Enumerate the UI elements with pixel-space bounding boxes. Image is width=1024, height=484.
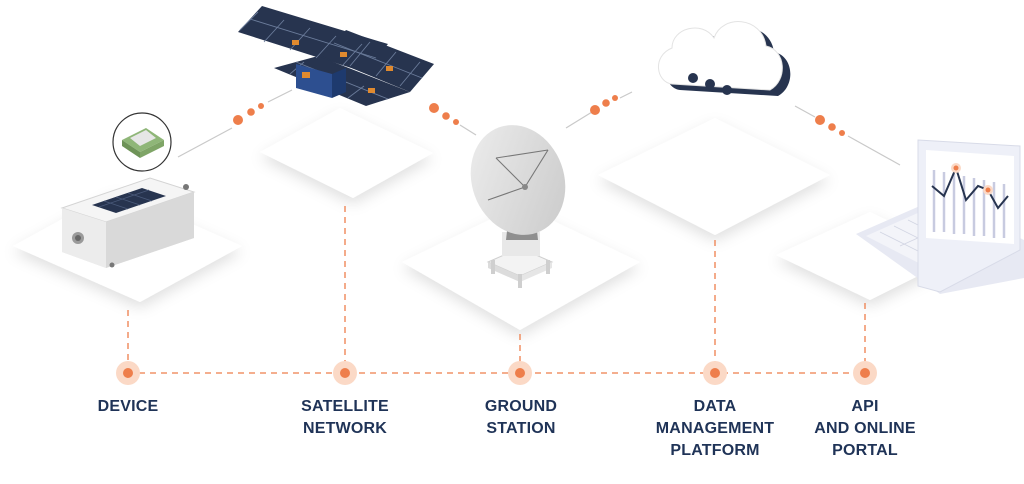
label-satellite-network: SATELLITE NETWORK (280, 396, 410, 440)
iot-device-icon (60, 177, 196, 268)
label-line: NETWORK (302, 420, 388, 437)
dashed-drops (127, 206, 866, 362)
node-data-platform (703, 361, 727, 385)
node-portal (853, 361, 877, 385)
label-api-online-portal: API AND ONLINE PORTAL (800, 396, 930, 462)
label-line: AND ONLINE (814, 420, 916, 437)
node-device (116, 361, 140, 385)
satellite-platform (260, 108, 433, 198)
modem-chip-icon (112, 112, 172, 172)
label-line: STATION (486, 420, 556, 437)
label-line: PORTAL (832, 442, 898, 459)
label-line: MANAGEMENT (655, 420, 775, 437)
label-line: SATELLITE (301, 398, 389, 415)
label-device: DEVICE (68, 396, 188, 418)
laptop-chart-icon (856, 139, 1024, 294)
connector-lines (177, 89, 901, 166)
label-ground-station: GROUND STATION (456, 396, 586, 440)
label-line: DEVICE (97, 398, 159, 415)
label-line: PLATFORM (670, 442, 760, 459)
cloud-icon (658, 21, 791, 97)
signal-dots (233, 95, 845, 136)
label-line: GROUND (484, 398, 558, 415)
label-line: DATA (693, 398, 737, 415)
timeline-nodes (116, 361, 877, 385)
label-line: API (851, 398, 879, 415)
satellite-dish-icon (470, 125, 566, 288)
node-satellite (333, 361, 357, 385)
satellite-icon (238, 6, 434, 106)
node-ground-station (508, 361, 532, 385)
data-platform (598, 118, 830, 235)
label-data-management-platform: DATA MANAGEMENT PLATFORM (640, 396, 790, 462)
